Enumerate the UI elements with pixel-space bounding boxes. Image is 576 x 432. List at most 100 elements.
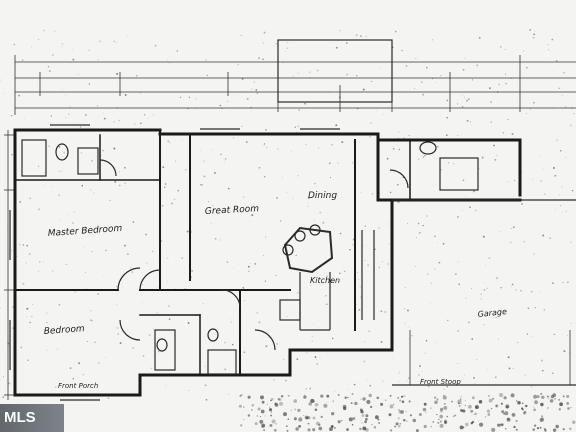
ground-speck [460,398,462,400]
ground-speck [552,428,557,432]
scan-speck [141,302,143,304]
scan-speck [195,98,197,100]
scan-speck [162,205,164,207]
ground-speck [359,408,363,412]
scan-speck [556,139,559,142]
scan-speck [539,156,541,158]
scan-speck [224,157,227,160]
ground-speck [374,415,379,420]
scan-speck [464,97,466,99]
ground-speck [293,399,298,403]
scan-speck [408,377,410,379]
scan-speck [529,29,532,31]
scan-speck [570,322,572,325]
scan-speck [31,316,33,318]
ground-speck [473,413,475,415]
scan-speck [157,286,160,288]
ground-speck [513,425,516,429]
ground-speck [487,413,491,416]
scan-speck [331,144,333,146]
scan-speck [352,243,354,246]
scan-speck [465,297,467,299]
scan-speck [213,171,216,174]
scan-speck [461,105,464,108]
ground-speck [499,393,504,398]
ground-speck [271,419,276,424]
ground-speck [287,418,290,421]
ground-speck [471,420,475,424]
scan-speck [447,319,449,321]
scan-speck [388,223,391,225]
scan-speck [52,54,54,56]
ground-speck [464,422,469,427]
scan-speck [342,269,344,270]
scan-speck [563,72,565,74]
ground-speck [558,398,561,401]
scan-speck [510,227,512,230]
scan-speck [419,231,421,233]
scan-speck [285,50,286,52]
scan-speck [462,68,465,71]
ground-speck [403,419,406,422]
ground-speck [548,398,550,400]
ground-speck [566,394,570,398]
scan-speck [123,244,126,247]
scan-speck [471,338,474,340]
scan-speck [118,119,121,122]
scan-speck [153,328,155,330]
ground-speck [432,421,435,423]
ground-speck [439,414,444,419]
scan-speck [507,356,510,359]
scan-speck [284,75,286,77]
scan-speck [338,272,341,275]
scan-speck [496,155,498,157]
scan-speck [143,114,146,116]
ground-speck [472,396,475,400]
ground-speck [401,400,405,404]
scan-speck [353,383,356,386]
ground-speck [261,400,265,404]
scan-speck [29,321,31,324]
scan-speck [212,204,214,206]
ground-speck [442,395,447,400]
scan-speck [474,382,476,384]
scan-speck [567,281,569,284]
scan-speck [457,261,459,263]
scan-speck [58,146,61,148]
ground-speck [543,427,546,430]
scan-speck [116,327,119,329]
ground-speck [511,413,516,417]
scan-speck [18,94,20,97]
scan-speck [256,92,259,94]
scan-speck [119,184,121,187]
scan-speck [26,244,29,247]
scan-speck [25,262,27,264]
scan-speck [168,318,171,320]
ground-speck [378,422,380,424]
scan-speck [156,312,158,314]
scan-speck [140,122,142,125]
ground-speck [403,395,406,398]
ground-speck [454,414,457,417]
scan-speck [547,48,550,51]
label-great-room: Great Room [205,204,260,217]
scan-speck [275,43,277,45]
scan-speck [569,352,570,353]
ground-speck [260,409,265,414]
scan-speck [63,152,66,154]
scan-speck [263,31,266,34]
scan-speck [90,189,92,191]
ground-speck [570,407,572,409]
scan-speck [443,388,445,391]
scan-speck [258,57,260,59]
scan-speck [486,287,488,289]
ground-speck [547,408,549,410]
scan-speck [8,382,11,385]
ground-speck [399,399,402,402]
scan-speck [250,262,251,264]
scan-speck [233,137,235,139]
ground-speck [312,428,316,432]
scan-speck [515,289,517,291]
ground-speck [303,414,305,417]
